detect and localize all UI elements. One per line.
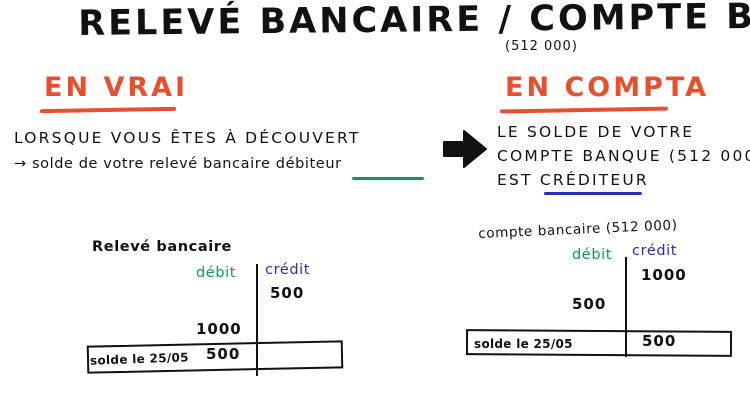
left-t-vertical-line — [256, 264, 258, 376]
right-table-title: compte bancaire (512 000) — [478, 217, 678, 242]
right-line-est: EST — [497, 171, 540, 189]
left-table-title: Relevé bancaire — [92, 239, 232, 255]
left-line-solde-prefix: → solde de votre relevé bancaire — [14, 156, 276, 172]
right-credit-value: 1000 — [641, 266, 687, 284]
right-highlight-crediteur: CRÉDITEUR — [539, 171, 649, 189]
left-line-solde: → solde de votre relevé bancaire débiteu… — [14, 156, 342, 172]
thick-right-arrow-icon — [443, 130, 487, 168]
right-credit-label: crédit — [632, 243, 678, 259]
right-t-vertical-line — [625, 257, 627, 357]
crediteur-underline — [544, 192, 642, 195]
right-line-compte: COMPTE BANQUE (512 000) — [497, 147, 750, 165]
right-line-solde: LE SOLDE DE VOTRE — [497, 123, 695, 141]
right-debit-label: débit — [572, 247, 613, 263]
right-solde-label: solde le 25/05 — [474, 337, 573, 351]
right-line-crediteur: EST CRÉDITEUR — [497, 171, 649, 189]
left-debit-value: 1000 — [196, 320, 242, 338]
heading-en-compta-underline — [499, 106, 669, 114]
debiteur-underline — [352, 177, 424, 180]
left-debit-label: débit — [196, 265, 237, 281]
left-credit-label: crédit — [265, 262, 311, 278]
page-title: RELEVÉ BANCAIRE / COMPTE BANQUE — [78, 0, 750, 44]
heading-en-compta: EN COMPTA — [505, 72, 710, 103]
left-solde-value: 500 — [206, 345, 241, 363]
heading-en-vrai-underline — [39, 106, 177, 114]
heading-en-vrai: EN VRAI — [44, 72, 189, 103]
right-debit-value: 500 — [572, 295, 607, 313]
title-account-code: (512 000) — [505, 39, 578, 54]
left-credit-value: 500 — [270, 284, 305, 302]
left-highlight-debiteur: débiteur — [275, 156, 342, 172]
right-solde-value: 500 — [642, 332, 677, 350]
left-line-decouvert: LORSQUE VOUS ÊTES À DÉCOUVERT — [14, 129, 361, 147]
